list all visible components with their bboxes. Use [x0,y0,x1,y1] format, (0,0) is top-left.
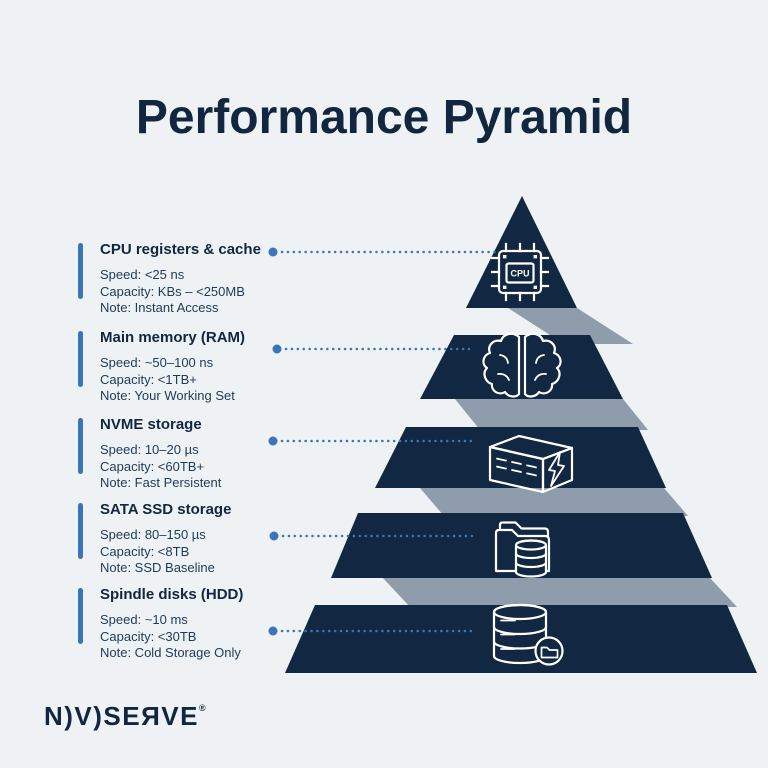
level-speed: Speed: ~10 ms [100,612,188,627]
pyramid-layer-ram [420,335,623,399]
database-archive-icon [492,603,564,666]
level-title: Main memory (RAM) [100,329,246,346]
level-label-cpu: CPU registers & cache Speed: <25 ns Capa… [78,241,315,317]
level-title: NVME storage [100,416,202,433]
level-speed: Speed: ~50–100 ns [100,355,214,370]
level-capacity: Capacity: <60TB+ [100,458,205,474]
level-title: Spindle disks (HDD) [100,586,244,603]
pyramid-shadow-ribbon [383,308,737,607]
accent-bar [78,588,83,644]
novoserve-logo-text: N)V)SEЯVE [44,701,199,731]
level-title: SATA SSD storage [100,501,232,518]
accent-bar [78,243,83,299]
accent-bar [78,503,83,559]
accent-bar [78,331,83,387]
level-speed: Speed: <25 ns [100,267,185,282]
pyramid-layer-nvme [375,427,666,488]
leader-lines [280,250,499,633]
level-capacity: Capacity: <8TB [100,543,190,559]
accent-bar [78,418,83,474]
level-capacity: Capacity: <30TB [100,628,197,644]
novoserve-logo: N)V)SEЯVE® [44,701,206,732]
level-note: Note: Your Working Set [100,388,235,403]
cpu-icon-label: CPU [510,269,529,279]
level-label-hdd: Spindle disks (HDD) Speed: ~10 ms Capaci… [78,586,315,662]
level-note: Note: SSD Baseline [100,560,215,575]
folder-database-icon [494,521,551,578]
level-label-nvme: NVME storage Speed: 10–20 µs Capacity: <… [78,416,315,492]
level-label-sata: SATA SSD storage Speed: 80–150 µs Capaci… [78,501,315,577]
leader-dots [268,247,282,636]
nvme-box-icon [488,434,574,494]
level-note: Note: Instant Access [100,300,219,315]
brain-icon [482,332,562,398]
page-title: Performance Pyramid [135,91,633,144]
level-label-ram: Main memory (RAM) Speed: ~50–100 ns Capa… [78,329,315,405]
registered-trademark-mark: ® [199,703,206,713]
level-note: Note: Cold Storage Only [100,645,241,660]
cpu-chip-icon: CPU [490,242,550,302]
level-capacity: Capacity: <1TB+ [100,371,197,387]
level-speed: Speed: 80–150 µs [100,527,206,542]
level-note: Note: Fast Persistent [100,475,222,490]
level-title: CPU registers & cache [100,241,261,258]
level-speed: Speed: 10–20 µs [100,442,199,457]
level-capacity: Capacity: KBs – <250MB [100,283,245,299]
